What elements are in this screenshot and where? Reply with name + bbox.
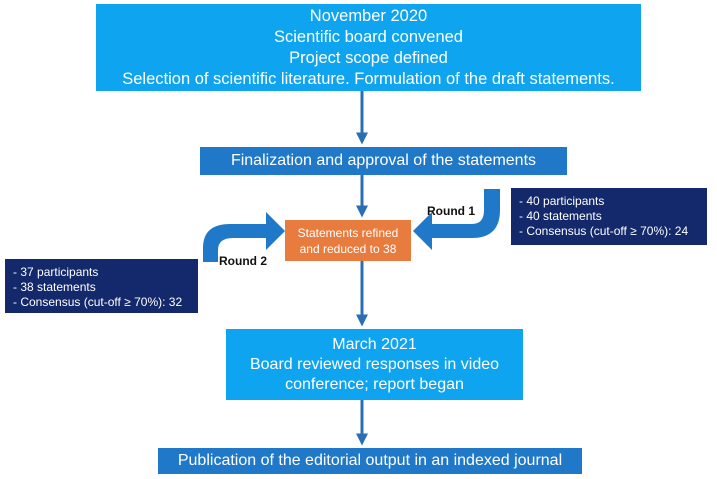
round1-stats-box: 40 participants 40 statements Consensus …	[511, 188, 707, 245]
march-review-box: March 2021 Board reviewed responses in v…	[226, 329, 523, 400]
refined-line-1: Statements refined	[297, 225, 399, 240]
round2-statements: 38 statements	[13, 280, 190, 295]
round1-consensus: Consensus (cut-off ≥ 70%): 24	[519, 224, 699, 239]
publication-text: Publication of the editorial output in a…	[177, 452, 563, 469]
top-line-board: Scientific board convened	[274, 27, 463, 46]
top-line-date: November 2020	[309, 6, 428, 25]
round1-statements: 40 statements	[519, 209, 699, 224]
round1-participants: 40 participants	[519, 194, 699, 209]
round1-label: Round 1	[427, 204, 475, 218]
round2-stats-box: 37 participants 38 statements Consensus …	[5, 259, 198, 313]
round2-participants: 37 participants	[13, 265, 190, 280]
statements-refined-box: Statements refined and reduced to 38	[285, 220, 411, 261]
top-line-selection: Selection of scientific literature. Form…	[122, 69, 615, 88]
finalization-text: Finalization and approval of the stateme…	[230, 152, 537, 169]
round1-curved-arrow	[413, 189, 500, 250]
march-line-2: Board reviewed responses in video	[249, 355, 500, 373]
round2-consensus: Consensus (cut-off ≥ 70%): 32	[13, 295, 190, 310]
project-start-box: November 2020 Scientific board convened …	[96, 4, 641, 91]
publication-box: Publication of the editorial output in a…	[158, 448, 582, 474]
round2-label: Round 2	[219, 254, 267, 268]
round2-curved-arrow	[203, 212, 285, 262]
top-line-scope: Project scope defined	[289, 48, 448, 67]
refined-line-2: and reduced to 38	[299, 241, 397, 256]
march-line-3: conference; report began	[285, 375, 464, 393]
march-line-date: March 2021	[332, 335, 417, 353]
finalization-box: Finalization and approval of the stateme…	[200, 147, 567, 175]
